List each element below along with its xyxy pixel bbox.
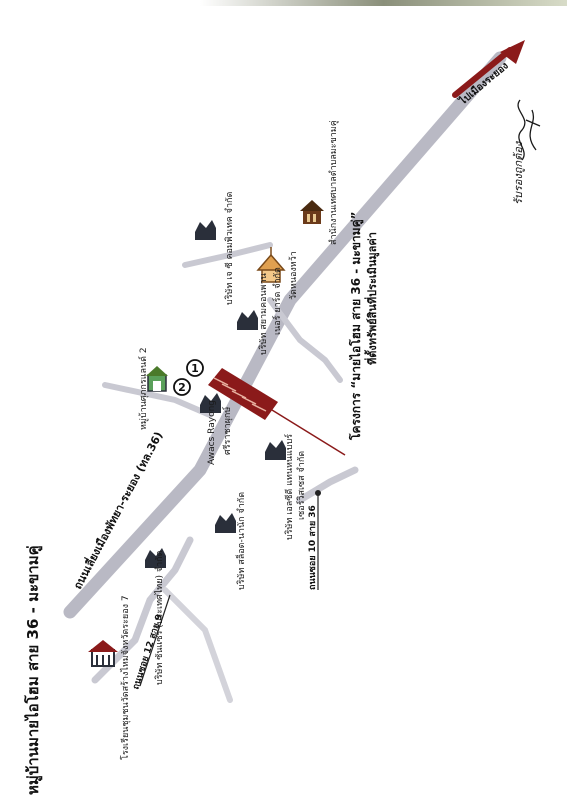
label-sunsweet: บริษัท ซันแซร์ (ประเทศไทย) จำกัด	[153, 550, 165, 685]
village-icon	[146, 366, 168, 392]
label-lsd-2: เซอร์วิสเซส จำกัด	[295, 451, 307, 520]
project-site	[208, 368, 346, 456]
factory-icons	[145, 220, 286, 568]
project-subtitle: ที่ตั้งทรัพย์สินที่ประเมินมูลค่า	[364, 232, 380, 365]
southwest-road	[162, 587, 233, 703]
factory-icon	[145, 548, 166, 568]
label-lsd: บริษัท เอลซีดี แทนหนแบบร์	[283, 434, 295, 540]
temple-icon	[256, 247, 286, 283]
soi-10-road	[296, 466, 359, 504]
soi-10-label-group: ถนนซอย 10 สาย 36	[308, 490, 321, 590]
label-school: โรงเรียนชุมชนวัดสร้างไหมจังหวัดระยอง 7	[120, 595, 131, 760]
label-village-2: หมู่บ้านศุภกรแลนด์ 2	[137, 347, 149, 430]
signature-block: รับรองถูกต้อง	[512, 99, 541, 205]
village-side-road	[102, 382, 213, 418]
factory-icon	[237, 310, 258, 330]
page-title: หมู่บ้านมายไอโฮม สาย 36 - มะขามคู่	[23, 545, 43, 795]
office-icon	[300, 200, 324, 224]
label-sri: ศรีราชาผุกษ์	[221, 407, 233, 455]
temple-side-road	[267, 297, 343, 383]
label-slon: บริษัท สล็อต-นานัก จำกัด	[234, 492, 247, 590]
soi-12-road	[91, 536, 194, 684]
handwritten-signature	[517, 99, 541, 161]
label-siam: บริษัท สยามคอนพาน	[258, 273, 269, 355]
factory-icon	[265, 440, 286, 460]
marker-2-label: 2	[178, 381, 186, 394]
marker-2	[173, 378, 191, 396]
scan-top-edge	[200, 0, 567, 6]
label-near: เนอร์ ยาร์ด จำกัด	[271, 267, 283, 335]
project-name: โครงการ “มายไอโฮม สาย 36 - มะขามคู่”	[348, 212, 364, 442]
label-office: สำนักงานเทศบาลตำบลมะขามคู่	[328, 120, 339, 245]
route-markers: 2 1	[173, 359, 204, 396]
jsc-side-road	[182, 242, 273, 268]
factory-icon	[195, 220, 216, 240]
factory-icon	[200, 393, 221, 413]
school-icon	[88, 640, 118, 667]
label-awacs: Awacs Rayong	[207, 400, 217, 465]
signature-note: รับรองถูกต้อง	[512, 140, 525, 205]
road-network	[63, 51, 507, 703]
direction-label: ไปเมืองระยอง	[456, 59, 511, 108]
factory-icon	[215, 513, 236, 533]
label-temple: วัดหนองหว้า	[288, 251, 299, 300]
marker-1-label: 1	[191, 362, 199, 375]
soi-10-label: ถนนซอย 10 สาย 36	[308, 505, 318, 590]
project-pointer-line	[271, 409, 346, 456]
label-jsc: บริษัท เจ ซี คอมพิวเทค จำกัด	[224, 192, 235, 305]
marker-1	[186, 359, 204, 377]
direction-arrow	[452, 40, 525, 98]
project-site-parcel	[208, 368, 278, 420]
